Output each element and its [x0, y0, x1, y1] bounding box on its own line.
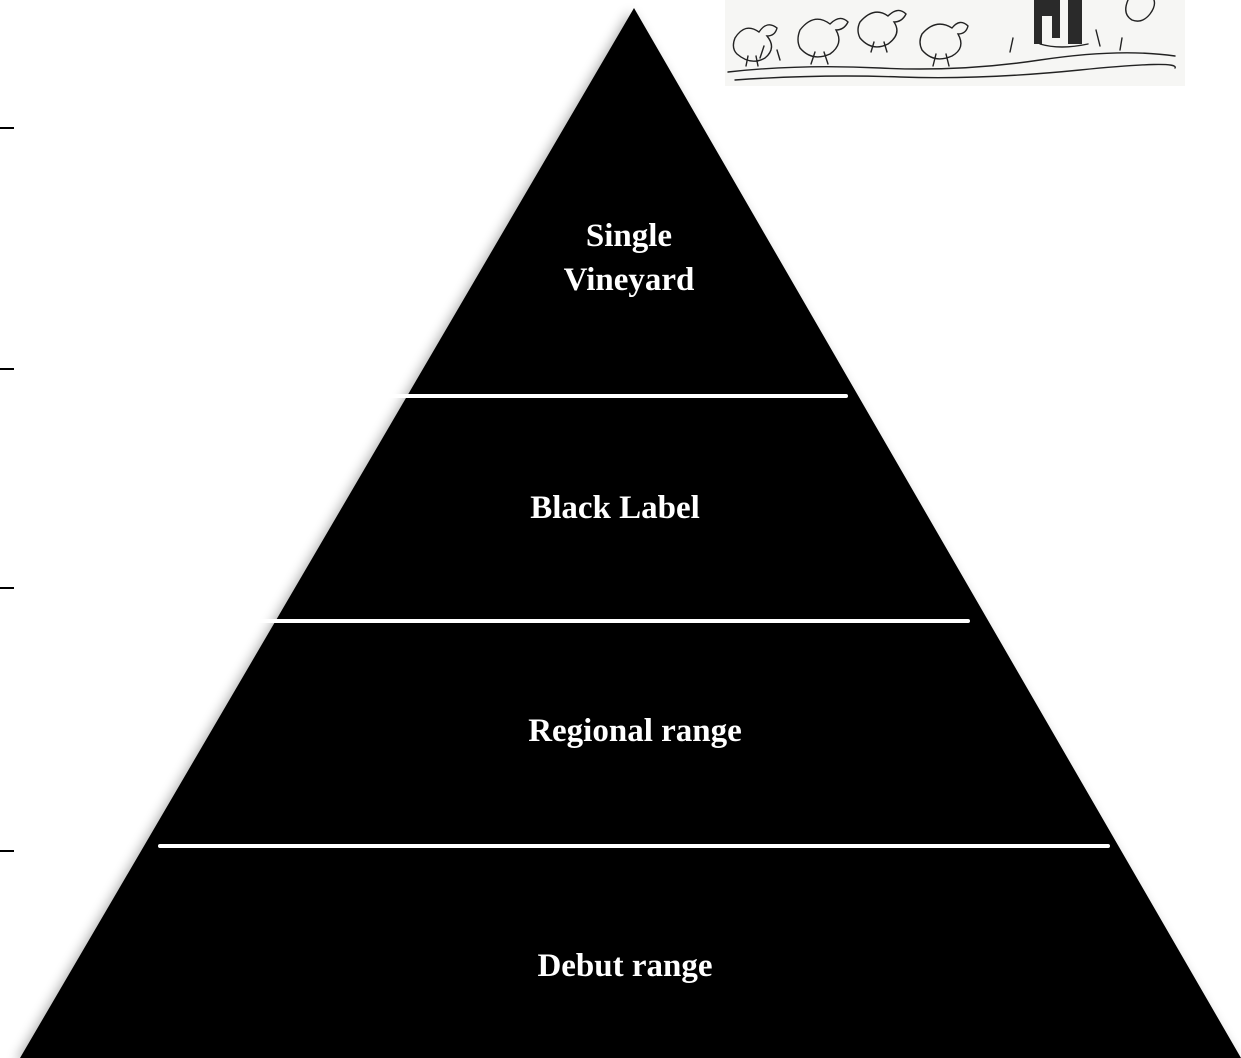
- pyramid-shape: [20, 8, 1241, 1058]
- tier-label-single-vineyard-line-1: Single: [586, 218, 672, 254]
- tier-label-black-label: Black Label: [530, 490, 700, 526]
- tier-label-debut-range: Debut range: [537, 948, 712, 984]
- tier-label-regional-range: Regional range: [528, 713, 742, 749]
- tier-labels: Single Vineyard Black Label Regional ran…: [528, 218, 742, 984]
- ducklings-sketch-icon: [725, 0, 1185, 86]
- tier-label-single-vineyard-line-2: Vineyard: [564, 262, 695, 298]
- left-tick-marks: [0, 127, 14, 852]
- tier-dividers: [158, 394, 1110, 848]
